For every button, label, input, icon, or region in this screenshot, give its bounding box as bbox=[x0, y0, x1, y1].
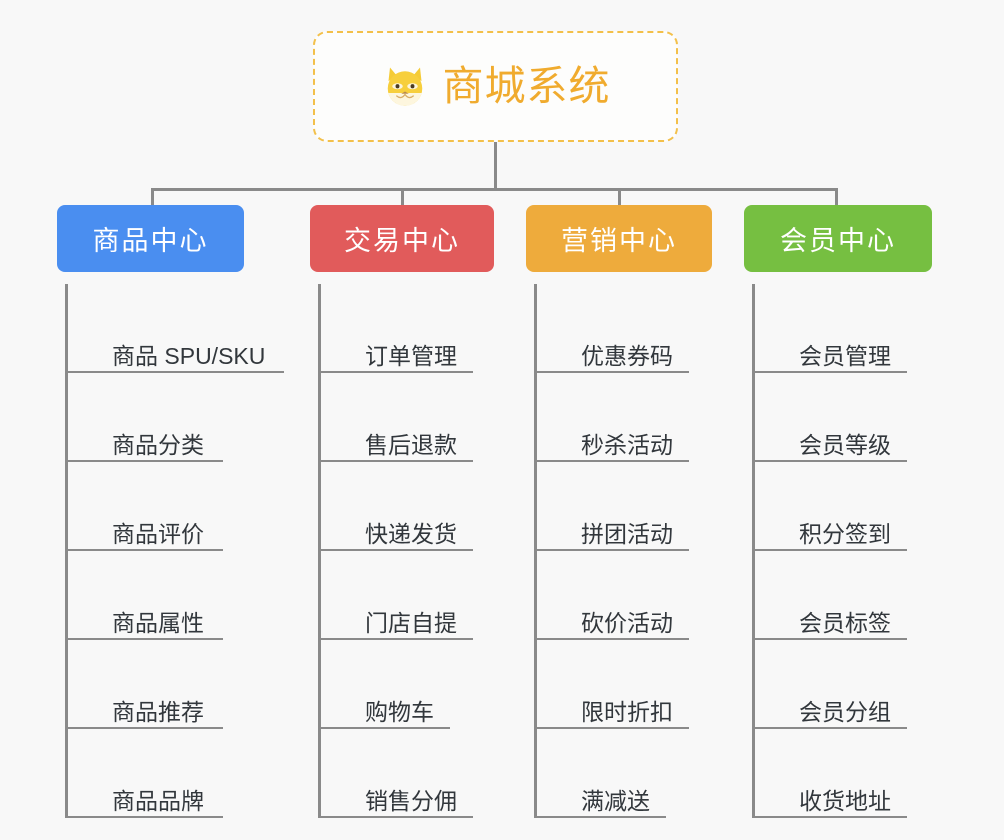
dog-face-icon bbox=[387, 67, 422, 107]
category-column-member-center: 会员中心 会员管理 会员等级 积分签到 会员标签 会员分组 收货地址 bbox=[744, 205, 932, 818]
category-header-label: 商品中心 bbox=[92, 226, 209, 256]
leaf-label: 商品 SPU/SKU bbox=[112, 342, 266, 369]
category-header-label: 交易中心 bbox=[344, 226, 460, 256]
leaf-label: 砍价活动 bbox=[581, 609, 673, 636]
leaf-stack-marketing-center: 优惠券码 秒杀活动 拼团活动 砍价活动 限时折扣 满减送 bbox=[534, 284, 712, 818]
leaf-label: 门店自提 bbox=[365, 609, 457, 636]
leaf-item[interactable]: 商品 SPU/SKU bbox=[68, 284, 285, 373]
category-header-label: 会员中心 bbox=[780, 226, 896, 256]
leaf-label: 商品属性 bbox=[112, 609, 204, 636]
leaf-label: 满减送 bbox=[581, 787, 650, 814]
leaf-item[interactable]: 商品属性 bbox=[68, 551, 265, 640]
leaf-item[interactable]: 会员标签 bbox=[755, 551, 932, 640]
leaf-item[interactable]: 会员管理 bbox=[755, 284, 932, 373]
connector-bus bbox=[151, 188, 838, 191]
leaf-item[interactable]: 满减送 bbox=[537, 729, 712, 818]
leaf-label: 积分签到 bbox=[799, 520, 891, 547]
leaf-label: 限时折扣 bbox=[581, 698, 673, 725]
leaf-label: 商品推荐 bbox=[112, 698, 204, 725]
category-header-trade-center[interactable]: 交易中心 bbox=[310, 205, 494, 272]
leaf-label: 收货地址 bbox=[799, 787, 891, 814]
connector-root-stem bbox=[494, 142, 497, 190]
connector-drop-marketing bbox=[618, 188, 621, 208]
category-header-member-center[interactable]: 会员中心 bbox=[744, 205, 932, 272]
leaf-stack-member-center: 会员管理 会员等级 积分签到 会员标签 会员分组 收货地址 bbox=[752, 284, 932, 818]
leaf-label: 购物车 bbox=[365, 698, 434, 725]
category-column-trade-center: 交易中心 订单管理 售后退款 快递发货 门店自提 购物车 销售分佣 bbox=[310, 205, 494, 818]
leaf-item[interactable]: 拼团活动 bbox=[537, 462, 712, 551]
leaf-label: 商品品牌 bbox=[112, 787, 204, 814]
leaf-item[interactable]: 秒杀活动 bbox=[537, 373, 712, 462]
leaf-item[interactable]: 积分签到 bbox=[755, 462, 932, 551]
leaf-label: 会员标签 bbox=[799, 609, 891, 636]
leaf-label: 订单管理 bbox=[365, 342, 457, 369]
leaf-label: 秒杀活动 bbox=[581, 431, 673, 458]
leaf-item[interactable]: 门店自提 bbox=[321, 551, 494, 640]
leaf-item[interactable]: 会员等级 bbox=[755, 373, 932, 462]
leaf-item[interactable]: 销售分佣 bbox=[321, 729, 494, 818]
leaf-label: 会员管理 bbox=[799, 342, 891, 369]
leaf-item[interactable]: 售后退款 bbox=[321, 373, 494, 462]
category-column-marketing-center: 营销中心 优惠券码 秒杀活动 拼团活动 砍价活动 限时折扣 满减送 bbox=[526, 205, 712, 818]
leaf-label: 售后退款 bbox=[365, 431, 457, 458]
leaf-item[interactable]: 订单管理 bbox=[321, 284, 494, 373]
leaf-item[interactable]: 商品品牌 bbox=[68, 729, 265, 818]
leaf-label: 会员分组 bbox=[799, 698, 891, 725]
leaf-stack-product-center: 商品 SPU/SKU 商品分类 商品评价 商品属性 商品推荐 商品品牌 bbox=[65, 284, 285, 818]
leaf-label: 拼团活动 bbox=[581, 520, 673, 547]
connector-drop-member bbox=[835, 188, 838, 208]
leaf-item[interactable]: 商品分类 bbox=[68, 373, 265, 462]
leaf-label: 商品评价 bbox=[112, 520, 204, 547]
leaf-item[interactable]: 砍价活动 bbox=[537, 551, 712, 640]
connector-drop-trade bbox=[401, 188, 404, 208]
leaf-item[interactable]: 优惠券码 bbox=[537, 284, 712, 373]
category-header-marketing-center[interactable]: 营销中心 bbox=[526, 205, 712, 272]
leaf-item[interactable]: 收货地址 bbox=[755, 729, 932, 818]
leaf-label: 销售分佣 bbox=[365, 787, 457, 814]
root-node[interactable]: 商城系统 bbox=[313, 31, 678, 142]
category-header-product-center[interactable]: 商品中心 bbox=[57, 205, 244, 272]
leaf-item[interactable]: 快递发货 bbox=[321, 462, 494, 551]
connector-drop-product bbox=[151, 188, 154, 208]
leaf-label: 优惠券码 bbox=[581, 342, 673, 369]
category-header-label: 营销中心 bbox=[561, 226, 677, 256]
root-title: 商城系统 bbox=[442, 63, 611, 109]
leaf-label: 商品分类 bbox=[112, 431, 204, 458]
leaf-item[interactable]: 商品评价 bbox=[68, 462, 265, 551]
leaf-item[interactable]: 限时折扣 bbox=[537, 640, 712, 729]
leaf-item[interactable]: 会员分组 bbox=[755, 640, 932, 729]
leaf-label: 会员等级 bbox=[799, 431, 891, 458]
category-column-product-center: 商品中心 商品 SPU/SKU 商品分类 商品评价 商品属性 商品推荐 商品品牌 bbox=[57, 205, 285, 818]
leaf-item[interactable]: 商品推荐 bbox=[68, 640, 265, 729]
leaf-stack-trade-center: 订单管理 售后退款 快递发货 门店自提 购物车 销售分佣 bbox=[318, 284, 494, 818]
leaf-item[interactable]: 购物车 bbox=[321, 640, 494, 729]
leaf-label: 快递发货 bbox=[365, 520, 457, 547]
